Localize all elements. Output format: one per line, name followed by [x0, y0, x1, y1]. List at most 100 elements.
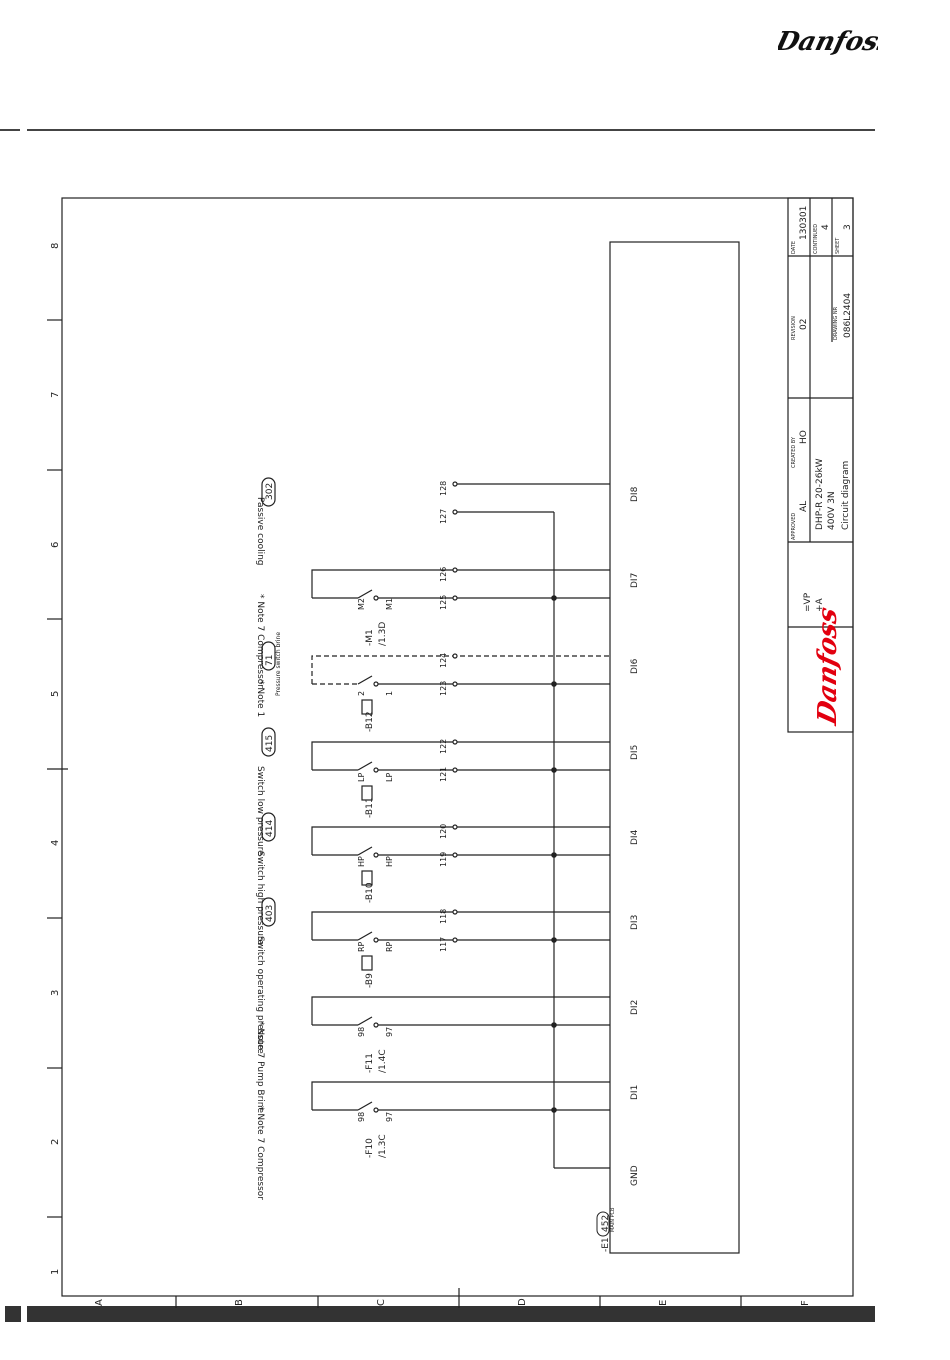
tb-ref1: =VP: [803, 592, 813, 612]
tb-title3: Circuit diagram: [841, 461, 851, 530]
wire-number: 123: [439, 681, 448, 696]
grid-col-label: A: [94, 1299, 105, 1306]
circuit-description: * Note 7 Compressor: [255, 594, 265, 688]
circuit-loop: [311, 741, 610, 770]
circuit-description: Switch low pressure: [255, 766, 265, 856]
contact-terminal: [373, 937, 379, 943]
wire-number: 125: [439, 595, 448, 610]
ref-oval: [261, 641, 276, 671]
di-label-8: DI8: [630, 486, 640, 502]
grid-col-label: D: [517, 1298, 528, 1306]
terminal-label: HP: [357, 856, 366, 867]
header-rule: [27, 129, 875, 131]
circuit-description: Passive cooling: [255, 497, 265, 566]
di-label-6: DI6: [630, 658, 640, 674]
device-label: -B9: [365, 973, 375, 988]
terminal-label: 1: [385, 691, 394, 696]
pressure-sensor-box: [361, 699, 373, 715]
tb-sheet: 3: [843, 224, 853, 230]
device-label: -B12: [365, 711, 375, 732]
circuit-loop: [311, 826, 610, 855]
di-label-1: DI1: [630, 1085, 640, 1100]
brand-logo-red: Danfoss: [812, 604, 843, 729]
tb-continued-label: CONTINUED: [813, 224, 819, 254]
grid-row-label: 1: [50, 1269, 61, 1275]
contact-terminal: [373, 852, 379, 858]
terminal-label: RP: [385, 941, 394, 952]
terminal: [452, 739, 458, 745]
terminal: [452, 852, 458, 858]
terminal: [452, 909, 458, 915]
bus-junction: [551, 852, 557, 858]
device-ref: /1.3C: [378, 1134, 388, 1158]
danfoss-logo-top: Danfoss: [772, 20, 897, 60]
circuit-description: * Note 7 Pump Brine: [255, 1021, 265, 1114]
grid-col-label: C: [376, 1299, 387, 1306]
di-label-2: DI2: [630, 1000, 640, 1015]
bus-junction: [551, 681, 557, 687]
bus-junction: [551, 1107, 557, 1113]
circuit-description: * Note 7 Compressor: [255, 1106, 265, 1200]
tb-revision: 02: [799, 319, 809, 330]
circuit-loop: [311, 569, 610, 598]
wire-number: 128: [439, 481, 448, 496]
grid-col-label: F: [800, 1300, 811, 1306]
ref-oval: [261, 897, 276, 927]
header-rule-left: [0, 129, 20, 131]
terminal-label: 2: [357, 691, 366, 696]
terminal: [452, 653, 458, 659]
terminal-label: LP: [357, 773, 366, 782]
terminal: [452, 595, 458, 601]
pressure-sensor-box: [361, 955, 373, 971]
switch-contact: [357, 931, 373, 941]
ref-number: 403: [265, 905, 275, 922]
wire-number: 122: [439, 739, 448, 754]
bus-junction: [551, 1022, 557, 1028]
switch-contact: [357, 846, 373, 856]
grid-row-label: 5: [50, 691, 61, 697]
tb-title2: 400V 3N: [827, 491, 837, 530]
circuit-description: Switch operating pressure: [255, 936, 265, 1054]
device-label: -F11: [365, 1053, 375, 1073]
contact-terminal: [373, 1107, 379, 1113]
bus-junction: [551, 595, 557, 601]
footer-bar: [27, 1306, 875, 1322]
grid-row-label: 7: [50, 392, 61, 398]
pressure-sensor-box: [361, 785, 373, 801]
tb-createdby: HO: [799, 430, 809, 444]
grid-row-label: 4: [50, 840, 61, 846]
circuit-loop: [311, 996, 610, 1025]
grid-row-label: 3: [50, 990, 61, 996]
terminal-label: M1: [385, 598, 394, 610]
grid-col-label: E: [658, 1300, 669, 1306]
controller-ref: 452: [601, 1215, 611, 1232]
terminal-label: HP: [385, 856, 394, 867]
ref-number: 415: [265, 735, 275, 752]
tb-continued: 4: [821, 224, 831, 230]
terminal-label: 98: [357, 1112, 366, 1122]
gnd-label: GND: [630, 1165, 640, 1186]
terminal-label: RP: [357, 941, 366, 952]
switch-contact: [357, 1101, 373, 1111]
device-label: -B11: [365, 797, 375, 818]
terminal: [452, 681, 458, 687]
main-pcb-box: [609, 241, 740, 1254]
circuit-subtext: Pressure switch brine: [275, 632, 282, 696]
tb-date: 130301: [799, 206, 809, 240]
switch-contact: [357, 675, 373, 685]
tb-approved-label: APPROVED: [791, 513, 797, 540]
device-ref: /1.4C: [378, 1049, 388, 1073]
terminal: [452, 481, 458, 487]
terminal: [452, 824, 458, 830]
bus-junction: [551, 937, 557, 943]
circuit-description: * Note 1: [255, 680, 265, 717]
tb-drawingnr-label: DRAWING NR: [833, 306, 839, 340]
terminal-label: M2: [357, 598, 366, 610]
terminal-label: 98: [357, 1027, 366, 1037]
ref-oval: [261, 477, 276, 507]
ref-number: 71: [265, 655, 275, 666]
tb-approved: AL: [799, 501, 809, 512]
tb-createdby-label: CREATED BY: [791, 436, 797, 468]
terminal: [452, 567, 458, 573]
circuit-description: Switch high pressure: [255, 851, 265, 945]
